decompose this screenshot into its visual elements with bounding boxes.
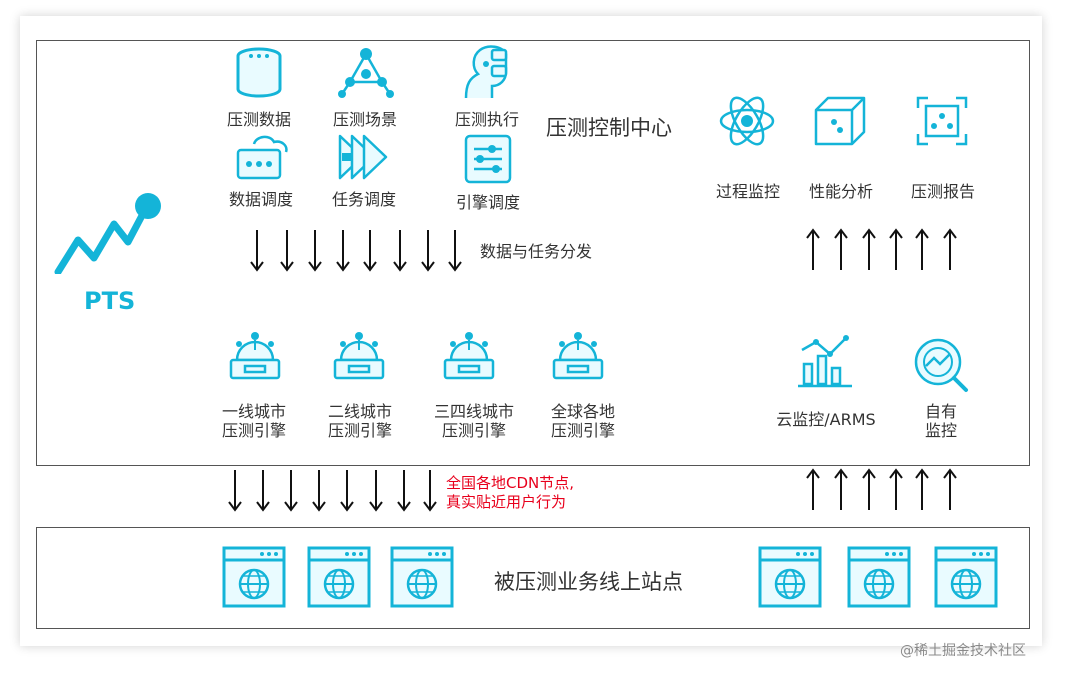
cdn-note: 全国各地CDN节点, 真实贴近用户行为 xyxy=(446,474,574,512)
cdn-note-line1: 全国各地CDN节点, xyxy=(446,474,575,492)
up-arrow xyxy=(862,229,876,271)
up-arrow xyxy=(915,229,929,271)
cloud-monitor-label: 云监控/ARMS xyxy=(776,410,876,429)
up-arrows-metrics xyxy=(806,469,957,511)
pressure-engine-icon xyxy=(552,332,604,380)
engine-label-line1: 二线城市 xyxy=(327,402,393,421)
cloud-dispatch-icon xyxy=(236,135,288,180)
down-arrow xyxy=(448,229,462,271)
self-monitor-line1: 自有 xyxy=(924,402,958,421)
up-arrow xyxy=(943,229,957,271)
down-arrow xyxy=(250,229,264,271)
up-arrow xyxy=(915,469,929,511)
control-item-label: 压测数据 xyxy=(226,110,292,129)
down-arrow xyxy=(340,469,354,511)
control-center-title: 压测控制中心 xyxy=(546,116,672,140)
down-arrow xyxy=(308,229,322,271)
self-monitor-magnifier-icon xyxy=(914,338,968,392)
engine-slider-icon xyxy=(464,134,512,184)
engine-label: 一线城市 压测引擎 xyxy=(222,402,286,440)
cube-icon xyxy=(814,96,866,146)
engine-label-line1: 全球各地 xyxy=(550,402,616,421)
engine-label: 三四线城市 压测引擎 xyxy=(434,402,514,440)
monitor-item-label: 性能分析 xyxy=(808,182,874,201)
down-arrow xyxy=(363,229,377,271)
engine-label: 全球各地 压测引擎 xyxy=(551,402,615,440)
monitor-item-label: 压测报告 xyxy=(910,182,976,201)
target-sites-title: 被压测业务线上站点 xyxy=(494,570,683,594)
monitor-item-label: 过程监控 xyxy=(715,182,781,201)
up-arrow xyxy=(834,469,848,511)
website-globe-icon xyxy=(847,546,911,608)
fast-forward-icon xyxy=(338,134,388,180)
pts-brand: PTS xyxy=(84,287,136,315)
website-globe-icon xyxy=(222,546,286,608)
website-globe-icon xyxy=(758,546,822,608)
down-arrow xyxy=(284,469,298,511)
website-globe-icon xyxy=(934,546,998,608)
pressure-engine-icon xyxy=(229,332,281,380)
down-arrows-distribution xyxy=(250,229,462,271)
engine-label-line1: 一线城市 xyxy=(221,402,287,421)
down-arrow xyxy=(397,469,411,511)
down-arrow xyxy=(312,469,326,511)
down-arrow xyxy=(336,229,350,271)
atom-icon xyxy=(719,96,775,146)
engine-label: 二线城市 压测引擎 xyxy=(328,402,392,440)
engine-label-line2: 压测引擎 xyxy=(221,421,287,440)
control-item-label: 压测场景 xyxy=(332,110,398,129)
pressure-engine-icon xyxy=(333,332,385,380)
pressure-engine-icon xyxy=(443,332,495,380)
engine-label-line2: 压测引擎 xyxy=(441,421,507,440)
website-globe-icon xyxy=(307,546,371,608)
pts-trend-logo-icon xyxy=(54,193,161,274)
up-arrow xyxy=(862,469,876,511)
up-arrow xyxy=(806,469,820,511)
engine-label-line2: 压测引擎 xyxy=(327,421,393,440)
robot-head-icon xyxy=(464,45,508,99)
down-arrow xyxy=(256,469,270,511)
report-scan-icon xyxy=(916,96,968,146)
up-arrow xyxy=(834,229,848,271)
down-arrow xyxy=(369,469,383,511)
down-arrow xyxy=(280,229,294,271)
up-arrow xyxy=(943,469,957,511)
up-arrow xyxy=(889,469,903,511)
down-arrow xyxy=(393,229,407,271)
watermark: @稀土掘金技术社区 xyxy=(900,643,1026,659)
control-item-label: 任务调度 xyxy=(331,190,397,209)
self-monitor-label: 自有 监控 xyxy=(925,402,957,440)
cdn-note-line2: 真实贴近用户行为 xyxy=(446,493,567,511)
distribution-label: 数据与任务分发 xyxy=(480,242,593,261)
control-item-label: 引擎调度 xyxy=(455,193,521,212)
down-arrow xyxy=(423,469,437,511)
website-globe-icon xyxy=(390,546,454,608)
down-arrow xyxy=(421,229,435,271)
bar-chart-monitor-icon xyxy=(798,335,852,388)
engine-label-line2: 压测引擎 xyxy=(550,421,616,440)
engine-label-line1: 三四线城市 xyxy=(433,402,515,421)
up-arrow xyxy=(889,229,903,271)
self-monitor-line2: 监控 xyxy=(924,421,958,440)
control-item-label: 压测执行 xyxy=(454,110,520,129)
network-nodes-icon xyxy=(338,48,394,98)
down-arrows-traffic xyxy=(228,469,437,511)
database-icon xyxy=(236,47,282,98)
control-item-label: 数据调度 xyxy=(228,190,294,209)
down-arrow xyxy=(228,469,242,511)
up-arrows-monitoring xyxy=(806,229,957,271)
up-arrow xyxy=(806,229,820,271)
